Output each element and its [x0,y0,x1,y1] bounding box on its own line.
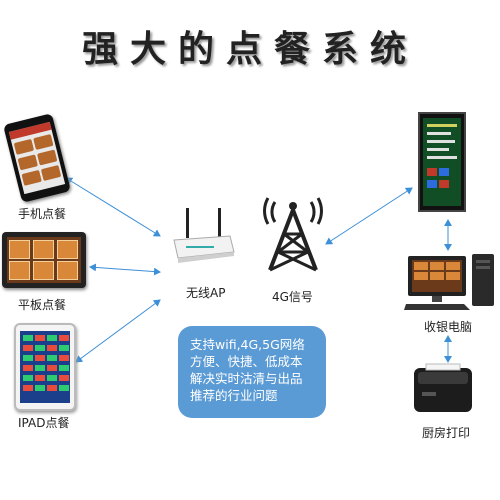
arrow-phone-router [65,177,161,237]
ordering-screen-image [418,112,466,212]
cashier-computer-icon [404,254,494,310]
arrow-tablet-router [89,263,161,276]
bubble-line: 推荐的行业问题 [190,388,278,403]
feature-bubble: 支持wifi,4G,5G网络 方便、快捷、低成本 解决实时沽清与出品 推荐的行业… [178,326,326,418]
bubble-line: 方便、快捷、低成本 [190,354,303,369]
signal-tower-icon [263,197,323,272]
router-label: 无线AP [186,286,226,300]
bubble-line: 解决实时沽清与出品 [190,371,303,386]
kitchen-printer-icon [414,363,472,412]
wireless-router-icon [173,208,235,263]
arrow-tower-monitor [325,187,413,245]
bubble-line: 支持wifi,4G,5G网络 [190,337,305,352]
ipad-label: IPAD点餐 [18,416,70,430]
phone-label: 手机点餐 [18,207,67,221]
printer-label: 厨房打印 [422,426,471,440]
tower-label: 4G信号 [272,290,313,304]
tablet-label: 平板点餐 [18,298,67,312]
ipad-device-image [14,323,76,411]
tablet-device-image [2,232,86,288]
page-title: 强大的点餐系统 [81,29,418,70]
cashier-label: 收银电脑 [424,320,473,334]
arrow-ipad-router [75,299,161,363]
